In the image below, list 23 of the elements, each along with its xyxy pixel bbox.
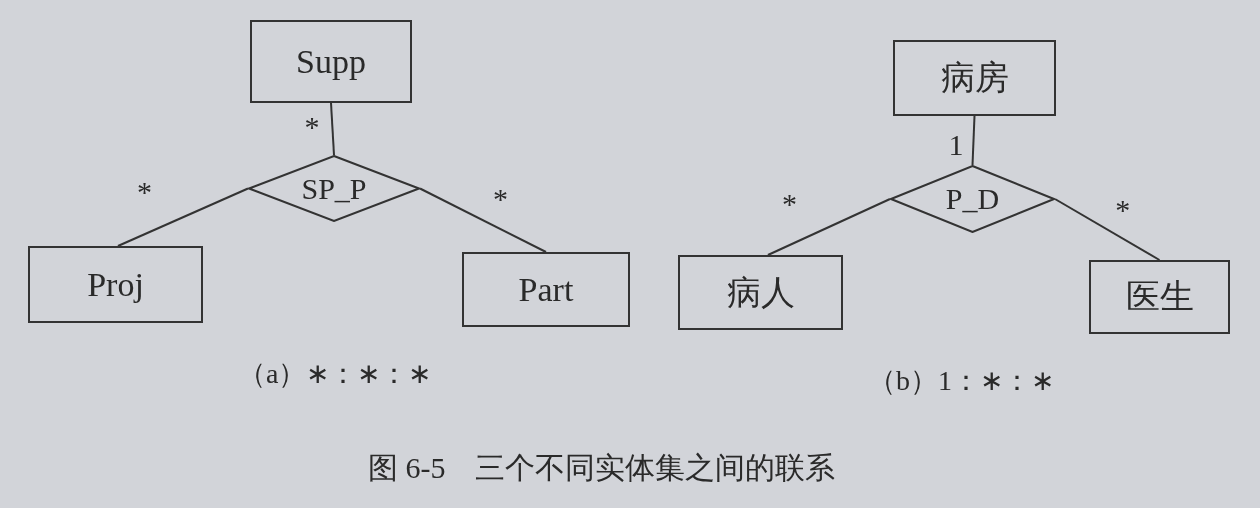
connector-line [419,187,547,253]
multiplicity-label: * [136,175,152,210]
multiplicity-label: 1 [948,127,964,162]
entity-box: Proj [28,246,203,323]
connector-line [766,198,891,256]
entity-box: 病房 [893,40,1056,116]
subfigure-label: （a）∗：∗：∗ [238,357,432,391]
entity-box: Part [462,252,630,327]
figure-caption: 图 6-5 三个不同实体集之间的联系 [368,450,836,486]
entity-box: 医生 [1089,260,1230,334]
relationship-diamond: SP_P [248,155,420,222]
multiplicity-label: * [493,182,508,217]
relationship-diamond: P_D [890,165,1055,233]
connector-line [971,115,976,166]
connector-line [330,102,335,156]
subfigure-label: （b）1：∗：∗ [868,364,1054,398]
multiplicity-label: * [781,187,797,221]
entity-box: Supp [250,20,412,103]
connector-line [1054,198,1161,261]
entity-box: 病人 [678,255,843,330]
multiplicity-label: * [304,110,320,144]
connector-line [116,187,249,247]
multiplicity-label: * [1115,192,1131,227]
